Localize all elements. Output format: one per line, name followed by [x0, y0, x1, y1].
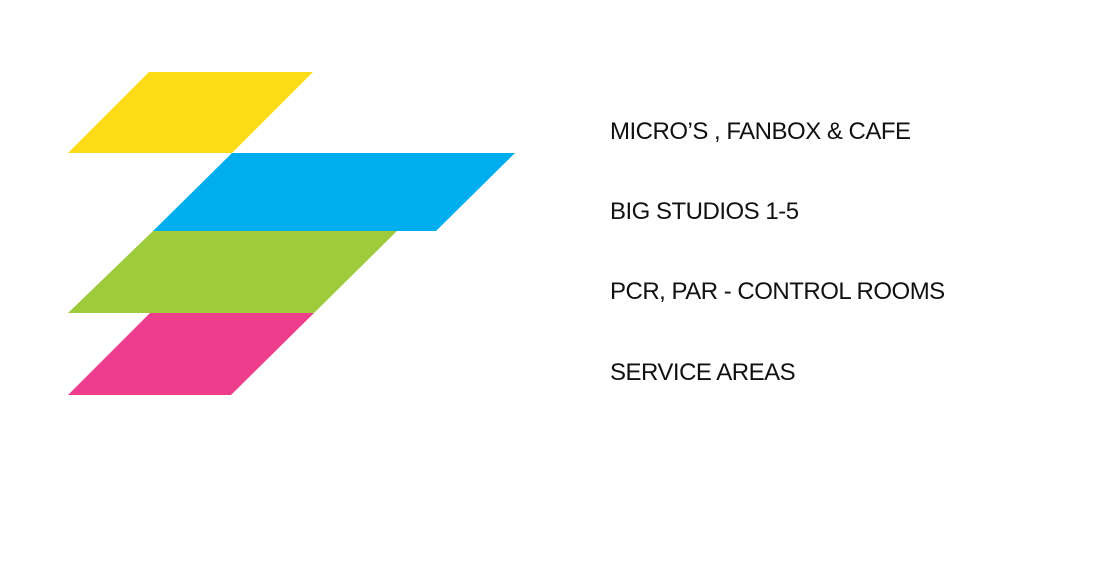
zone-shape-big-studios — [153, 153, 515, 231]
legend-label-service-areas: SERVICE AREAS — [610, 359, 796, 386]
stacked-zone-diagram — [68, 72, 515, 395]
legend-label-control-rooms: PCR, PAR - CONTROL ROOMS — [610, 278, 945, 305]
zone-shape-service-areas — [68, 313, 314, 395]
zone-shape-micros-fanbox-cafe — [68, 72, 313, 153]
legend-label-micros-fanbox-cafe: MICRO’S , FANBOX & CAFE — [610, 118, 911, 145]
legend-label-big-studios: BIG STUDIOS 1-5 — [610, 198, 799, 225]
zone-shape-control-rooms — [68, 231, 397, 313]
legend: MICRO’S , FANBOX & CAFE BIG STUDIOS 1-5 … — [610, 0, 1090, 579]
